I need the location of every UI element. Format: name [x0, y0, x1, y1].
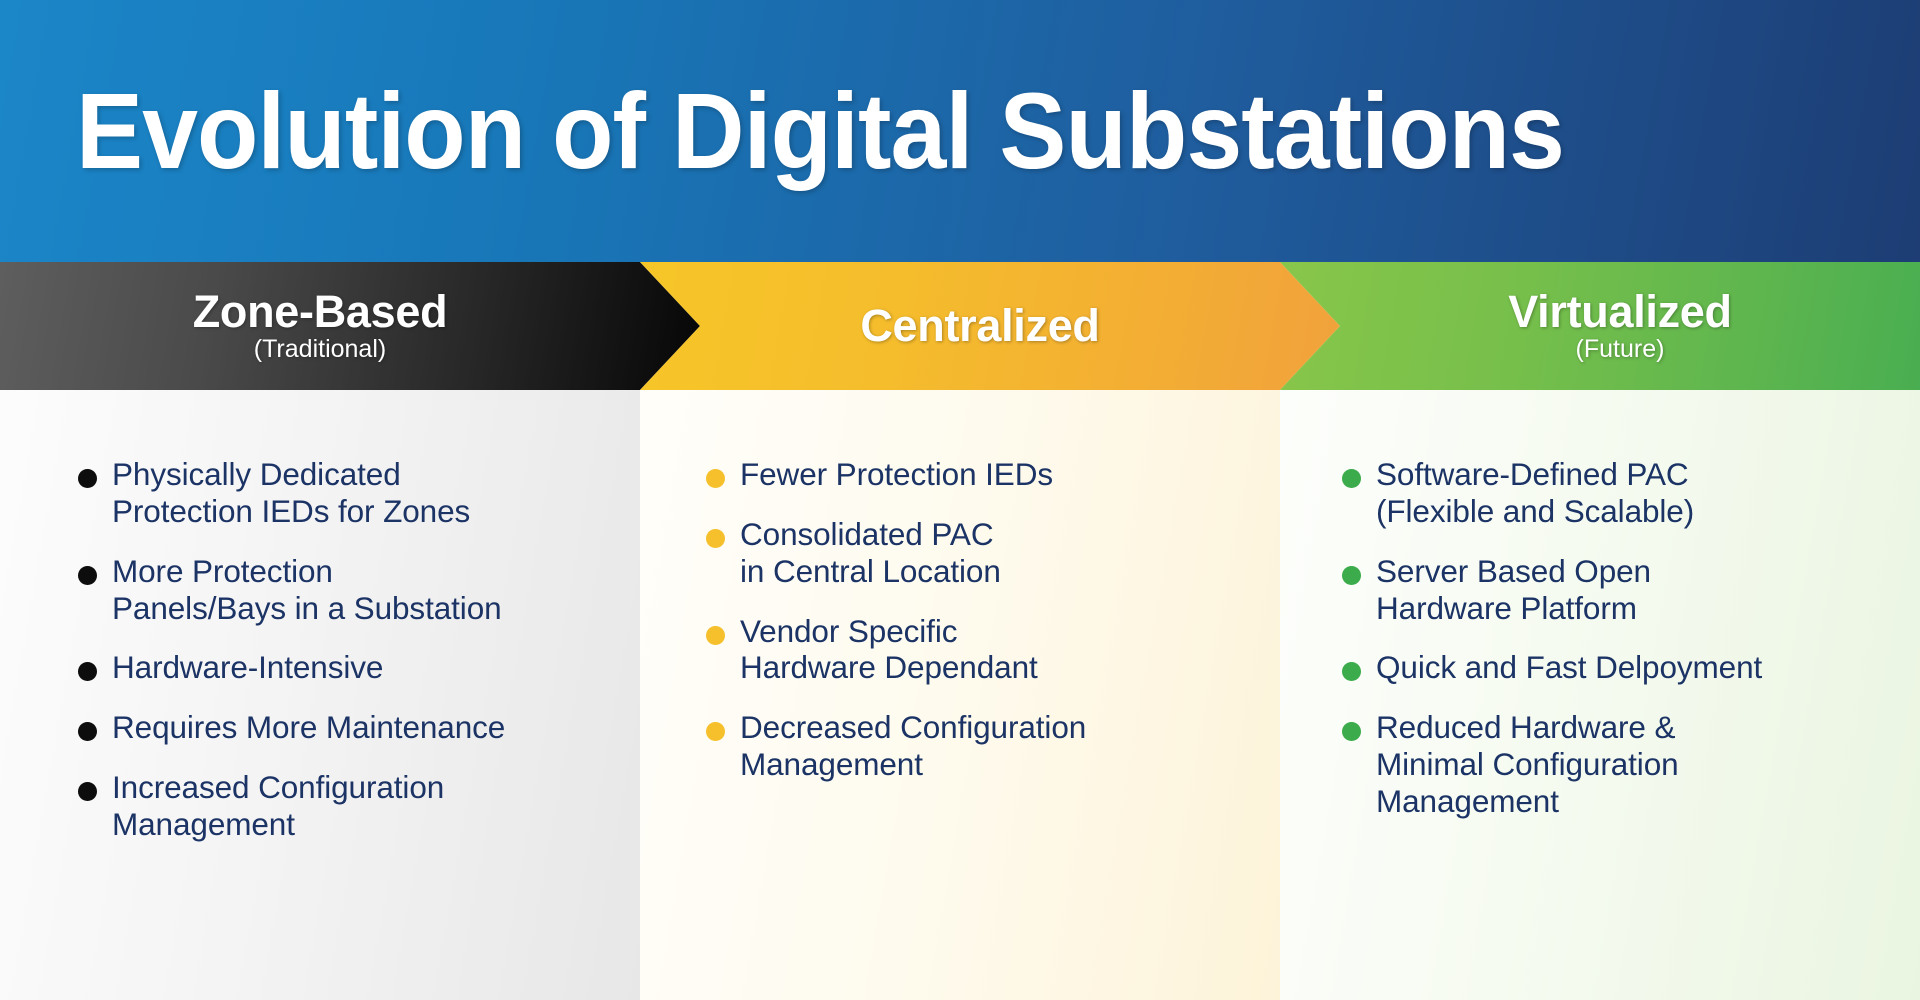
- list-item-label: More Protection Panels/Bays in a Substat…: [112, 552, 502, 626]
- list-item-label: Hardware-Intensive: [112, 649, 384, 686]
- list-item: Fewer Protection IEDs: [706, 456, 1246, 493]
- list-item: Decreased Configuration Management: [706, 709, 1246, 783]
- list-item: Hardware-Intensive: [78, 649, 606, 686]
- list-item-label: Vendor Specific Hardware Dependant: [740, 612, 1038, 686]
- stage-header-zone-based: Zone-Based (Traditional): [0, 262, 700, 390]
- bullet-dot-icon: [706, 722, 725, 742]
- list-item-label: Consolidated PAC in Central Location: [740, 515, 1001, 589]
- bullet-dot-icon: [706, 625, 725, 645]
- list-item-label: Fewer Protection IEDs: [740, 456, 1054, 492]
- bullet-dot-icon: [78, 565, 97, 585]
- stage-heading-centralized: Centralized: [860, 300, 1100, 352]
- list-item: Server Based Open Hardware Platform: [1342, 553, 1886, 627]
- list-item-label: Decreased Configuration Management: [740, 709, 1087, 783]
- list-item-label: Server Based Open Hardware Platform: [1376, 552, 1651, 626]
- list-item-label: Reduced Hardware & Minimal Configuration…: [1376, 709, 1679, 819]
- stage-bullet-lists: Physically Dedicated Protection IEDs for…: [0, 390, 1920, 1000]
- stage-heading-virtualized: Virtualized: [1508, 286, 1732, 338]
- bullet-list-zone-based: Physically Dedicated Protection IEDs for…: [0, 390, 640, 866]
- list-item-label: Quick and Fast Delpoyment: [1376, 649, 1763, 686]
- bullet-dot-icon: [78, 662, 97, 682]
- list-item-label: Requires More Maintenance: [112, 709, 506, 746]
- bullet-dot-icon: [78, 782, 97, 802]
- bullet-dot-icon: [1342, 565, 1361, 585]
- list-item: Software-Defined PAC (Flexible and Scala…: [1342, 456, 1886, 530]
- bullet-dot-icon: [78, 469, 97, 488]
- list-item: Vendor Specific Hardware Dependant: [706, 613, 1246, 687]
- list-item-label: Software-Defined PAC (Flexible and Scala…: [1376, 456, 1695, 529]
- stage-heading-zone-based: Zone-Based: [192, 286, 448, 338]
- list-item: Requires More Maintenance: [78, 709, 606, 746]
- bullet-list-centralized: Fewer Protection IEDs Consolidated PAC i…: [640, 390, 1280, 806]
- list-item: Increased Configuration Management: [78, 769, 606, 843]
- bullet-dot-icon: [1342, 469, 1361, 488]
- list-item: Reduced Hardware & Minimal Configuration…: [1342, 709, 1886, 820]
- list-item: Consolidated PAC in Central Location: [706, 516, 1246, 590]
- list-item: More Protection Panels/Bays in a Substat…: [78, 553, 606, 627]
- title-banner: Evolution of Digital Substations: [0, 0, 1920, 262]
- list-item-label: Physically Dedicated Protection IEDs for…: [112, 456, 471, 529]
- list-item-label: Increased Configuration Management: [112, 769, 445, 842]
- list-item: Quick and Fast Delpoyment: [1342, 649, 1886, 686]
- stage-subheading-zone-based: (Traditional): [253, 335, 387, 364]
- stage-header-bands: Zone-Based (Traditional) Centralized Vir…: [0, 262, 1920, 390]
- stage-subheading-virtualized: (Future): [1575, 335, 1665, 364]
- bullet-list-virtualized: Software-Defined PAC (Flexible and Scala…: [1280, 390, 1920, 843]
- bullet-dot-icon: [1342, 662, 1361, 682]
- stage-header-virtualized: Virtualized (Future): [1280, 262, 1920, 390]
- bullet-dot-icon: [78, 722, 97, 742]
- stage-header-centralized: Centralized: [640, 262, 1340, 390]
- bullet-dot-icon: [1342, 722, 1361, 742]
- page-title: Evolution of Digital Substations: [76, 70, 1565, 191]
- bullet-dot-icon: [706, 469, 725, 488]
- list-item: Physically Dedicated Protection IEDs for…: [78, 456, 606, 530]
- bullet-dot-icon: [706, 528, 725, 548]
